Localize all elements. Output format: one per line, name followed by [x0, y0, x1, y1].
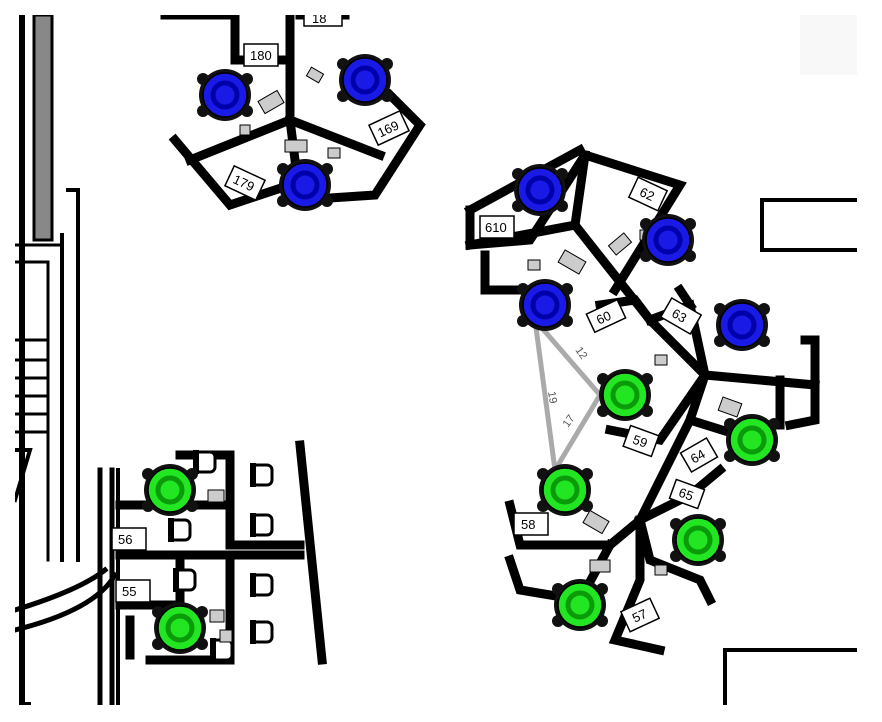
- svg-text:56: 56: [118, 532, 132, 547]
- person-seat-icon[interactable]: [517, 279, 573, 331]
- person-seat-icon[interactable]: [537, 464, 593, 516]
- desk-label-60[interactable]: 60: [585, 298, 627, 334]
- svg-text:64: 64: [688, 446, 708, 466]
- desk-label-59[interactable]: 59: [622, 424, 660, 458]
- frame-top: [0, 0, 882, 15]
- person-seat-icon[interactable]: [277, 159, 333, 211]
- proximity-links: 12 19 17: [532, 318, 603, 472]
- person-seat-icon[interactable]: [670, 514, 726, 566]
- svg-text:59: 59: [631, 432, 650, 451]
- svg-text:62: 62: [637, 184, 656, 204]
- desk-label-65[interactable]: 65: [668, 478, 706, 510]
- svg-text:63: 63: [669, 305, 689, 325]
- room-walls-right: [723, 198, 859, 707]
- corner-glare: [800, 15, 857, 75]
- link-line: [532, 319, 558, 471]
- svg-text:180: 180: [250, 48, 272, 63]
- chair-icon[interactable]: [248, 461, 274, 489]
- desk-label-55[interactable]: 55: [115, 579, 151, 603]
- person-seat-icon[interactable]: [142, 464, 198, 516]
- desk-label-64[interactable]: 64: [679, 436, 719, 474]
- chair-icon[interactable]: [248, 618, 274, 646]
- person-seat-icon[interactable]: [724, 414, 780, 466]
- desk-label-62[interactable]: 62: [627, 176, 669, 212]
- desk-label-179[interactable]: 179: [223, 164, 267, 202]
- svg-text:610: 610: [485, 220, 507, 235]
- link-line: [552, 393, 603, 472]
- person-seat-icon[interactable]: [197, 69, 253, 121]
- svg-text:55: 55: [122, 584, 136, 599]
- desk-labels: 180 18 169 179 610 62 60 63: [111, 9, 719, 633]
- chair-icon[interactable]: [248, 571, 274, 599]
- link-label: 12: [573, 345, 590, 362]
- desk-label-610[interactable]: 610: [479, 215, 515, 239]
- desk-label-180[interactable]: 180: [243, 43, 279, 67]
- desk-label-63[interactable]: 63: [659, 296, 703, 336]
- link-line: [533, 318, 602, 397]
- frame-right: [857, 0, 882, 722]
- svg-text:65: 65: [677, 485, 696, 504]
- person-seat-icon[interactable]: [714, 299, 770, 351]
- person-seat-icon[interactable]: [552, 579, 608, 631]
- desk-label-57[interactable]: 57: [619, 597, 661, 633]
- chair-icon[interactable]: [171, 566, 197, 594]
- chair-icon[interactable]: [248, 511, 274, 539]
- svg-text:57: 57: [630, 606, 649, 626]
- frame-bottom: [0, 705, 882, 722]
- corridor-wall-left: [11, 12, 120, 708]
- desk-pod-top-left: [160, 10, 426, 211]
- svg-text:58: 58: [521, 517, 535, 532]
- link-label: 17: [561, 413, 578, 430]
- occupants-blue: [197, 54, 770, 351]
- frame-left: [0, 0, 15, 722]
- occupants-green: [142, 369, 780, 654]
- person-seat-icon[interactable]: [640, 214, 696, 266]
- person-seat-icon[interactable]: [512, 164, 568, 216]
- person-seat-icon[interactable]: [337, 54, 393, 106]
- svg-text:60: 60: [594, 308, 613, 328]
- person-seat-icon[interactable]: [152, 602, 208, 654]
- person-seat-icon[interactable]: [597, 369, 653, 421]
- chair-icon[interactable]: [166, 516, 192, 544]
- desk-label-58[interactable]: 58: [513, 512, 549, 536]
- desk-label-169[interactable]: 169: [367, 109, 411, 147]
- link-label: 19: [545, 390, 559, 404]
- desk-label-56[interactable]: 56: [111, 527, 147, 551]
